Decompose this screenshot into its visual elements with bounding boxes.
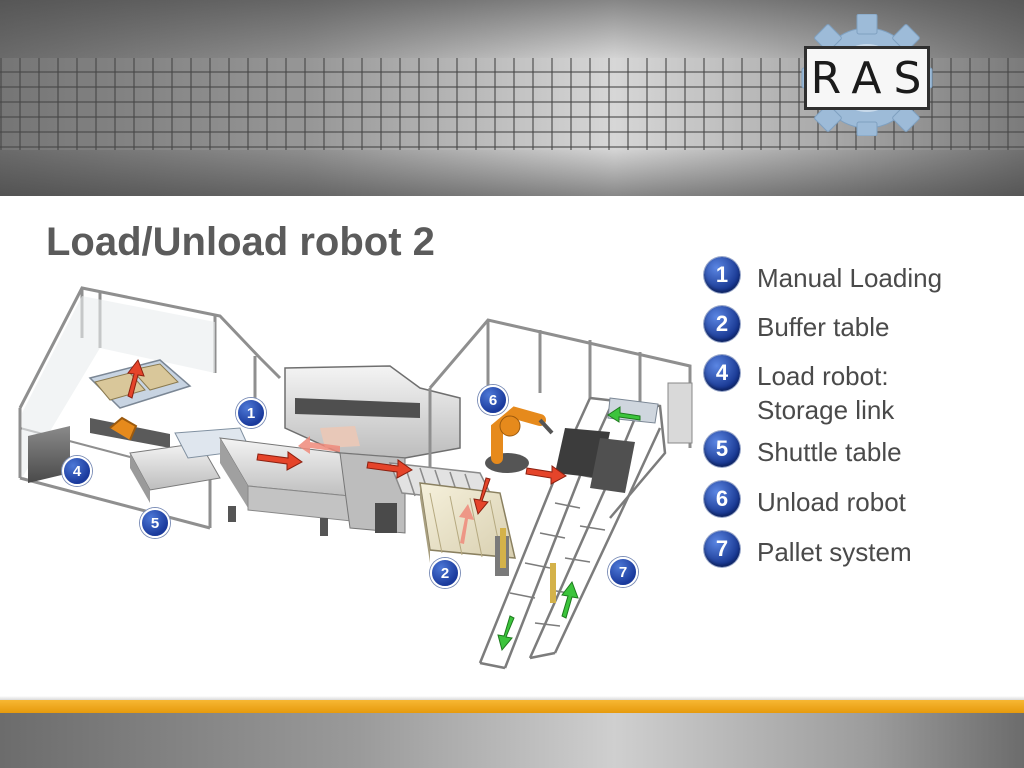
diagram-badge-6: 6	[478, 385, 508, 415]
legend-label: Unload robot	[757, 487, 906, 517]
number-badge: 6	[704, 481, 740, 517]
arrow-down-icon	[473, 477, 491, 516]
arrow-right-icon	[366, 459, 413, 479]
legend-label: Buffer table	[757, 312, 890, 342]
arrow-up-icon	[127, 358, 145, 399]
legend-item: 2 Buffer table	[704, 306, 890, 344]
arrow-down-icon	[497, 615, 515, 652]
page-title: Load/Unload robot 2	[46, 220, 435, 264]
footer-shadow	[0, 696, 1024, 700]
legend-label: Pallet system	[757, 537, 912, 567]
legend-label: Shuttle table	[757, 437, 902, 467]
footer-accent-line	[0, 700, 1024, 713]
legend-label: Manual Loading	[757, 263, 943, 293]
flow-arrows	[127, 358, 641, 652]
cell-layout-drawing	[18, 286, 693, 670]
number-badge: 2	[704, 306, 740, 342]
manual-loading-conveyor	[219, 437, 372, 536]
arrow-right-icon	[525, 465, 567, 485]
diagram-badge-5: 5	[140, 508, 170, 538]
unload-robot	[485, 406, 554, 473]
left-fence-panels	[22, 296, 215, 478]
number-badge: 4	[704, 355, 740, 391]
arrow-up-icon	[561, 580, 579, 619]
number-badge: 7	[704, 531, 740, 567]
control-cabinet	[667, 382, 693, 444]
legend-item: 6 Unload robot	[704, 481, 906, 519]
ras-logo: RAS	[794, 14, 944, 136]
light-curtain	[550, 563, 556, 603]
diagram-badge-4: 4	[62, 456, 92, 486]
diagram-badge-1: 1	[236, 398, 266, 428]
legend-item: 1 Manual Loading	[704, 257, 942, 295]
legend-item: 4 Load robot: Storage link	[704, 355, 894, 427]
legend-item: 7 Pallet system	[704, 531, 912, 569]
logo-wordmark: RAS	[804, 46, 930, 110]
machine-housing	[284, 365, 461, 534]
number-badge: 1	[704, 257, 740, 293]
pallet-stack	[555, 397, 659, 493]
arrow-up-icon	[459, 504, 474, 544]
footer-banner	[0, 713, 1024, 768]
header-bottom-shade	[0, 150, 1024, 196]
light-curtain	[500, 528, 506, 568]
legend-item: 5 Shuttle table	[704, 431, 902, 469]
robot-cell-diagram: 1 2 4 5 6 7	[10, 278, 700, 688]
arrow-left-icon	[607, 406, 641, 423]
legend-label: Load robot: Storage link	[757, 361, 895, 425]
arrow-right-icon	[256, 451, 303, 471]
header-banner: RAS	[0, 0, 1024, 196]
number-badge: 5	[704, 431, 740, 467]
arrow-left-icon	[298, 436, 340, 454]
diagram-badge-7: 7	[608, 557, 638, 587]
diagram-badge-2: 2	[430, 558, 460, 588]
